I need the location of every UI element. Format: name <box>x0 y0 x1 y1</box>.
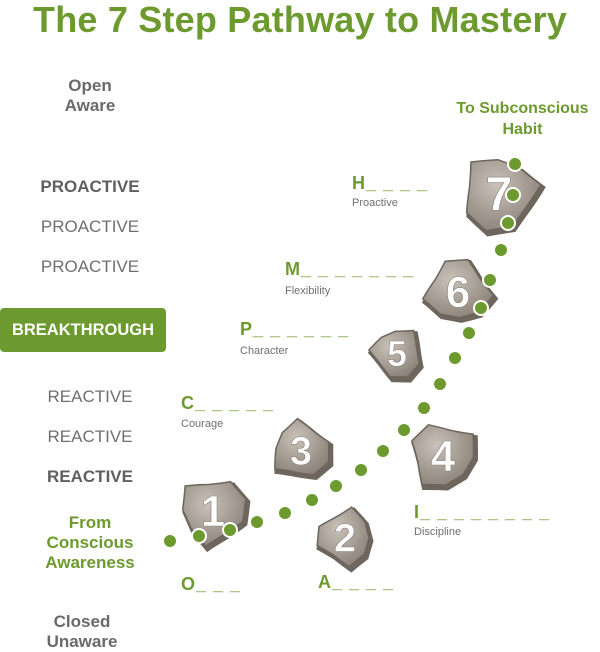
rock-body <box>410 423 475 486</box>
path-dot <box>353 462 369 478</box>
path-dot <box>432 376 448 392</box>
path-dot <box>493 242 509 258</box>
path-dot <box>461 325 477 341</box>
step-4-number: 4 <box>431 432 456 481</box>
rock-step-5: 5 <box>367 329 424 383</box>
step-6-label: Flexibility <box>285 285 331 297</box>
level-reactive-1: REACTIVE <box>47 387 133 406</box>
path-dot <box>505 187 521 203</box>
path-dot <box>304 492 320 508</box>
path-dot <box>277 505 293 521</box>
step-1-number: 1 <box>201 487 225 536</box>
path-dot <box>416 400 432 416</box>
rock-step-1: 1 <box>181 480 251 553</box>
step-2-number: 2 <box>334 516 356 560</box>
level-closed: Closed <box>53 612 111 631</box>
level-open: Open <box>68 76 112 95</box>
step-6-number: 6 <box>446 268 470 317</box>
habit-line-1: To Subconscious <box>456 100 589 117</box>
path-dot <box>396 422 412 438</box>
rock-step-6: 6 <box>421 258 499 323</box>
path-dot <box>507 156 523 172</box>
step-1-letter: O_ _ _ <box>181 574 242 594</box>
path-dot <box>375 443 391 459</box>
step-4-letter: I_ _ _ _ _ _ _ _ <box>414 502 551 522</box>
rock-body <box>367 329 421 378</box>
step-7-letter: H_ _ _ _ <box>352 173 429 193</box>
level-proactive-1: PROACTIVE <box>40 177 140 196</box>
habit-label: To Subconscious Habit <box>445 98 600 140</box>
path-dot <box>473 300 489 316</box>
level-reactive-3: REACTIVE <box>47 467 133 486</box>
rock-step-4: 4 <box>410 423 479 491</box>
rock-step-2: 2 <box>316 506 374 573</box>
level-from: From <box>68 513 112 532</box>
level-conscious: Conscious <box>46 533 134 552</box>
dots-group <box>162 156 523 549</box>
step-2-letter: A_ _ _ _ <box>318 572 395 592</box>
step-5-letter: P_ _ _ _ _ _ <box>240 319 350 339</box>
rock-body <box>316 506 370 568</box>
path-dot <box>162 533 178 549</box>
path-dot <box>249 514 265 530</box>
step-3-number: 3 <box>290 429 312 473</box>
rock-step-3: 3 <box>274 417 334 480</box>
level-awareness: Awareness <box>45 553 135 572</box>
page-title: The 7 Step Pathway to Mastery <box>33 0 567 40</box>
step-5-number: 5 <box>387 333 407 374</box>
path-dot <box>222 522 238 538</box>
level-proactive-2: PROACTIVE <box>40 217 140 236</box>
step-7-label: Proactive <box>352 197 398 209</box>
path-dot <box>191 528 207 544</box>
path-dot <box>328 478 344 494</box>
path-dot <box>447 350 463 366</box>
step-6-letter: M_ _ _ _ _ _ _ <box>285 259 415 279</box>
level-unaware: Unaware <box>46 632 118 651</box>
level-aware: Aware <box>64 96 116 115</box>
breakthrough-badge: BREAKTHROUGH <box>0 308 166 352</box>
level-reactive-2: REACTIVE <box>47 427 133 446</box>
step-3-letter: C_ _ _ _ _ <box>181 393 275 413</box>
path-dot <box>482 272 498 288</box>
habit-line-2: Habit <box>502 121 543 138</box>
step-5-label: Character <box>240 345 289 357</box>
level-proactive-3: PROACTIVE <box>40 257 140 276</box>
step-3-label: Courage <box>181 418 224 430</box>
step-4-label: Discipline <box>414 526 462 538</box>
rock-body <box>274 417 330 476</box>
rock-body <box>465 158 542 232</box>
path-dot <box>500 215 516 231</box>
